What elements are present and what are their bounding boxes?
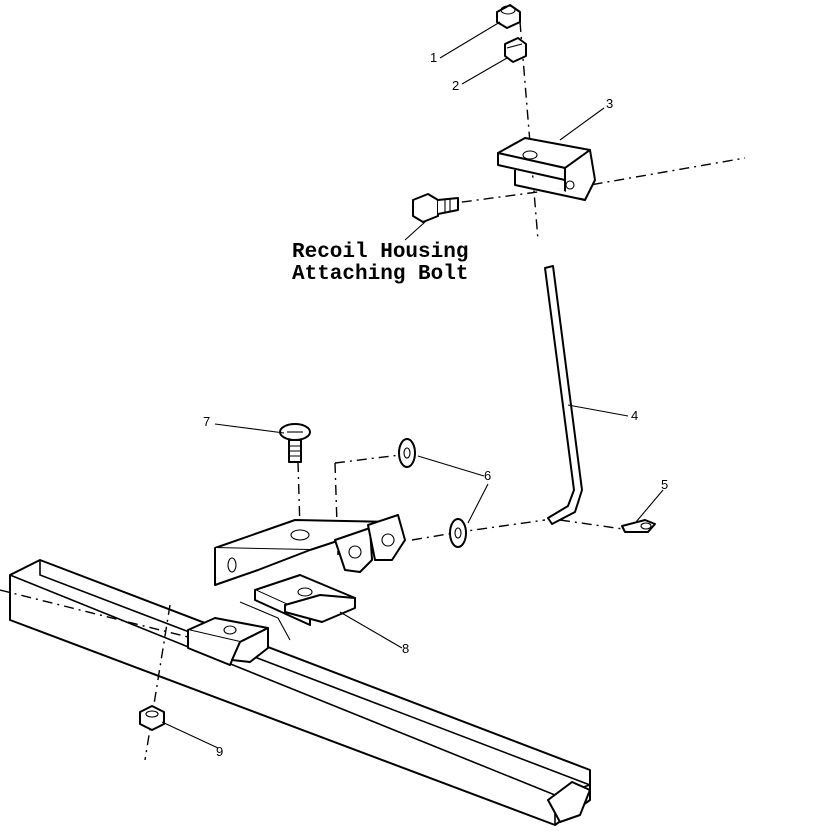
- recoil-housing-label: Recoil Housing Attaching Bolt: [292, 242, 468, 286]
- recoil-housing-bolt: [412, 193, 459, 223]
- part-3-upper-bracket: [497, 137, 596, 201]
- callout-numbers: 1 2 3 4 5 6 7 8 9: [203, 50, 668, 759]
- saddle-bracket: [187, 601, 291, 666]
- part-1-cap-nut: [496, 4, 521, 29]
- callout-4: 4: [631, 408, 638, 423]
- leader-lines: [161, 21, 664, 749]
- part-5-cotter-pin: [621, 519, 656, 533]
- callout-2: 2: [452, 78, 459, 93]
- part-6-washers: [398, 438, 467, 548]
- callout-7: 7: [203, 414, 210, 429]
- callout-9: 9: [216, 744, 223, 759]
- part-4-rod: [544, 265, 583, 525]
- callout-8: 8: [402, 641, 409, 656]
- main-bracket: [214, 514, 406, 586]
- part-9-nut: [139, 705, 165, 731]
- part-8-clip: [254, 574, 356, 626]
- callout-1: 1: [430, 50, 437, 65]
- part-2-washer: [504, 37, 527, 63]
- callout-5: 5: [661, 477, 668, 492]
- callout-3: 3: [606, 96, 613, 111]
- part-7-screw: [279, 423, 311, 463]
- label-line-2: Attaching Bolt: [292, 263, 469, 286]
- label-line-1: Recoil Housing: [292, 241, 469, 264]
- callout-6: 6: [484, 468, 491, 483]
